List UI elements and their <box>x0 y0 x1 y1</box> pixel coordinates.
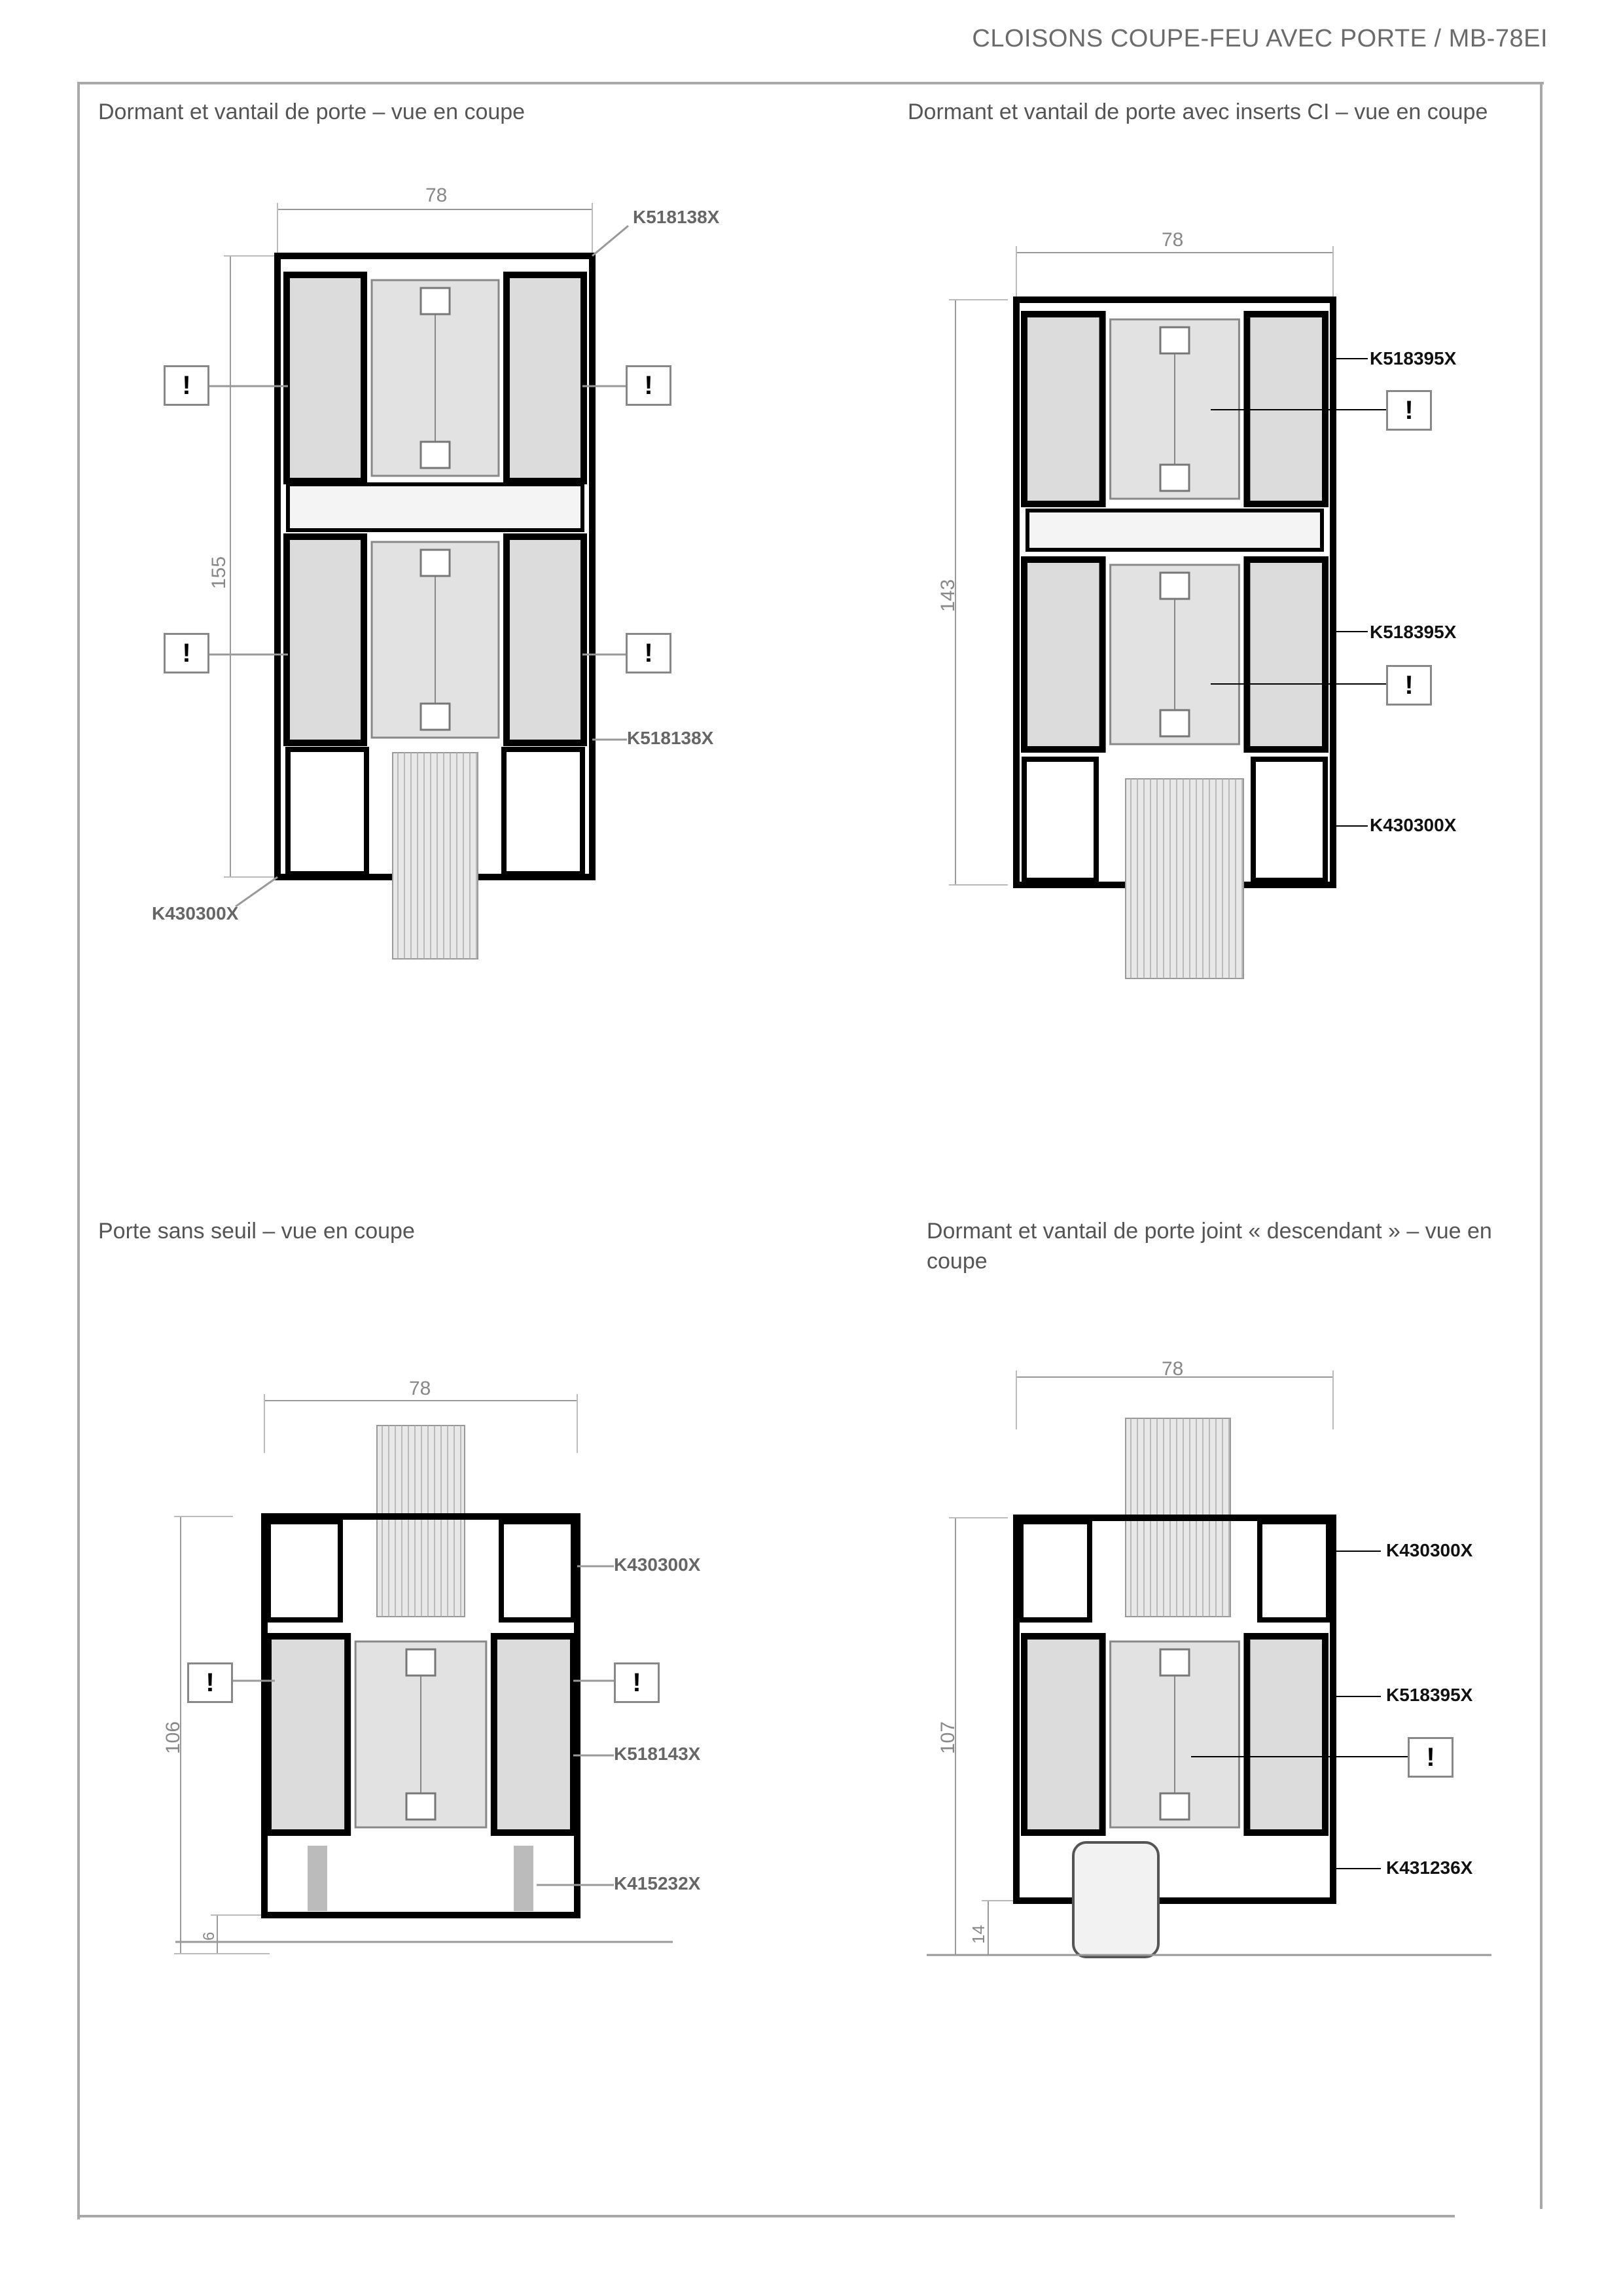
section-1-height-dim: 155 <box>208 556 230 589</box>
spacer-block <box>1159 1792 1190 1821</box>
profile-chamber <box>1021 556 1106 753</box>
section-4-width-dim: 78 <box>1162 1358 1184 1380</box>
spacer-block <box>419 548 451 577</box>
spacer-block <box>1159 1648 1190 1677</box>
glass-pane <box>1125 778 1244 979</box>
section-4-label-top: K430300X <box>1386 1540 1473 1560</box>
section-2-caption: Dormant et vantail de porte avec inserts… <box>908 99 1488 124</box>
frame-chamber <box>1018 1519 1092 1623</box>
spacer-block <box>1159 709 1190 738</box>
frame-profile <box>1013 1515 1336 1904</box>
leader-line <box>235 876 278 908</box>
section-4-caption: Dormant et vantail de porte joint « desc… <box>927 1219 1492 1274</box>
glass-pane <box>392 752 478 960</box>
spacer-block <box>419 287 451 315</box>
section-4-height-dim: 107 <box>937 1721 959 1754</box>
section-2-label-top: K518395X <box>1370 348 1457 368</box>
content-frame <box>77 82 1544 2219</box>
section-1-label-bottom: K430300X <box>152 903 239 924</box>
frame-chamber <box>501 747 585 876</box>
section-1-width-dim: 78 <box>425 185 448 206</box>
warning-icon: ! <box>1386 665 1432 706</box>
door-rebate <box>286 482 584 532</box>
frame-chamber <box>499 1519 576 1623</box>
profile-chamber <box>503 533 588 746</box>
spacer-block <box>1159 571 1190 600</box>
spacer-block <box>419 702 451 731</box>
warning-icon: ! <box>187 1662 233 1703</box>
section-3-width-dim: 78 <box>409 1378 431 1399</box>
section-3-gap-dim: 6 <box>200 1931 218 1941</box>
door-rebate <box>1026 509 1324 552</box>
section-1-caption: Dormant et vantail de porte – vue en cou… <box>98 99 526 124</box>
profile-chamber <box>265 1633 351 1836</box>
section-3-height-dim: 106 <box>162 1721 184 1754</box>
frame-right-border <box>1540 82 1543 2209</box>
frame-chamber <box>285 747 369 876</box>
section-2-label-mid: K518395X <box>1370 622 1457 642</box>
page-header-title: CLOISONS COUPE-FEU AVEC PORTE / MB-78EI <box>972 25 1548 52</box>
profile-chamber <box>283 272 368 484</box>
frame-chamber <box>1022 757 1099 883</box>
section-2-label-bottom: K430300X <box>1370 815 1457 835</box>
profile-chamber <box>490 1633 577 1836</box>
spacer-block <box>405 1648 437 1677</box>
warning-icon: ! <box>626 633 671 673</box>
section-4-label-bottom: K431236X <box>1386 1857 1473 1878</box>
section-1-label-mid: K518138X <box>627 728 714 748</box>
warning-icon: ! <box>164 633 209 673</box>
drop-down-seal <box>1072 1841 1160 1958</box>
spacer-block <box>1159 463 1190 492</box>
brush-seal <box>308 1846 327 1911</box>
profile-chamber <box>503 272 588 484</box>
section-4-label-mid: K518395X <box>1386 1685 1473 1705</box>
section-2-width-dim: 78 <box>1162 229 1184 251</box>
warning-icon: ! <box>1386 390 1432 431</box>
frame-chamber <box>266 1519 343 1623</box>
section-3-caption: Porte sans seuil – vue en coupe <box>98 1219 415 1244</box>
glass-pane <box>376 1425 465 1617</box>
section-2-height-dim: 143 <box>937 579 959 612</box>
warning-icon: ! <box>614 1662 660 1703</box>
profile-chamber <box>1021 1633 1106 1836</box>
warning-icon: ! <box>164 365 209 406</box>
profile-chamber <box>1021 311 1106 507</box>
frame-chamber <box>1257 1519 1331 1623</box>
spacer-block <box>405 1792 437 1821</box>
section-3-label-top: K430300X <box>614 1554 701 1575</box>
section-3-label-bottom: K415232X <box>614 1873 701 1893</box>
section-1-label-top: K518138X <box>633 207 720 227</box>
profile-chamber <box>1243 556 1329 753</box>
profile-chamber <box>1243 1633 1329 1836</box>
frame-bottom-border <box>77 2215 1455 2217</box>
frame-chamber <box>1251 757 1328 883</box>
brush-seal <box>514 1846 533 1911</box>
warning-icon: ! <box>1408 1737 1454 1778</box>
spacer-block <box>1159 326 1190 355</box>
leader-line <box>592 224 629 257</box>
frame-profile <box>261 1513 580 1918</box>
warning-icon: ! <box>626 365 671 406</box>
profile-chamber <box>283 533 368 746</box>
section-4-gap-dim: 14 <box>969 1925 988 1944</box>
spacer-block <box>419 440 451 469</box>
section-3-label-mid: K518143X <box>614 1744 701 1764</box>
